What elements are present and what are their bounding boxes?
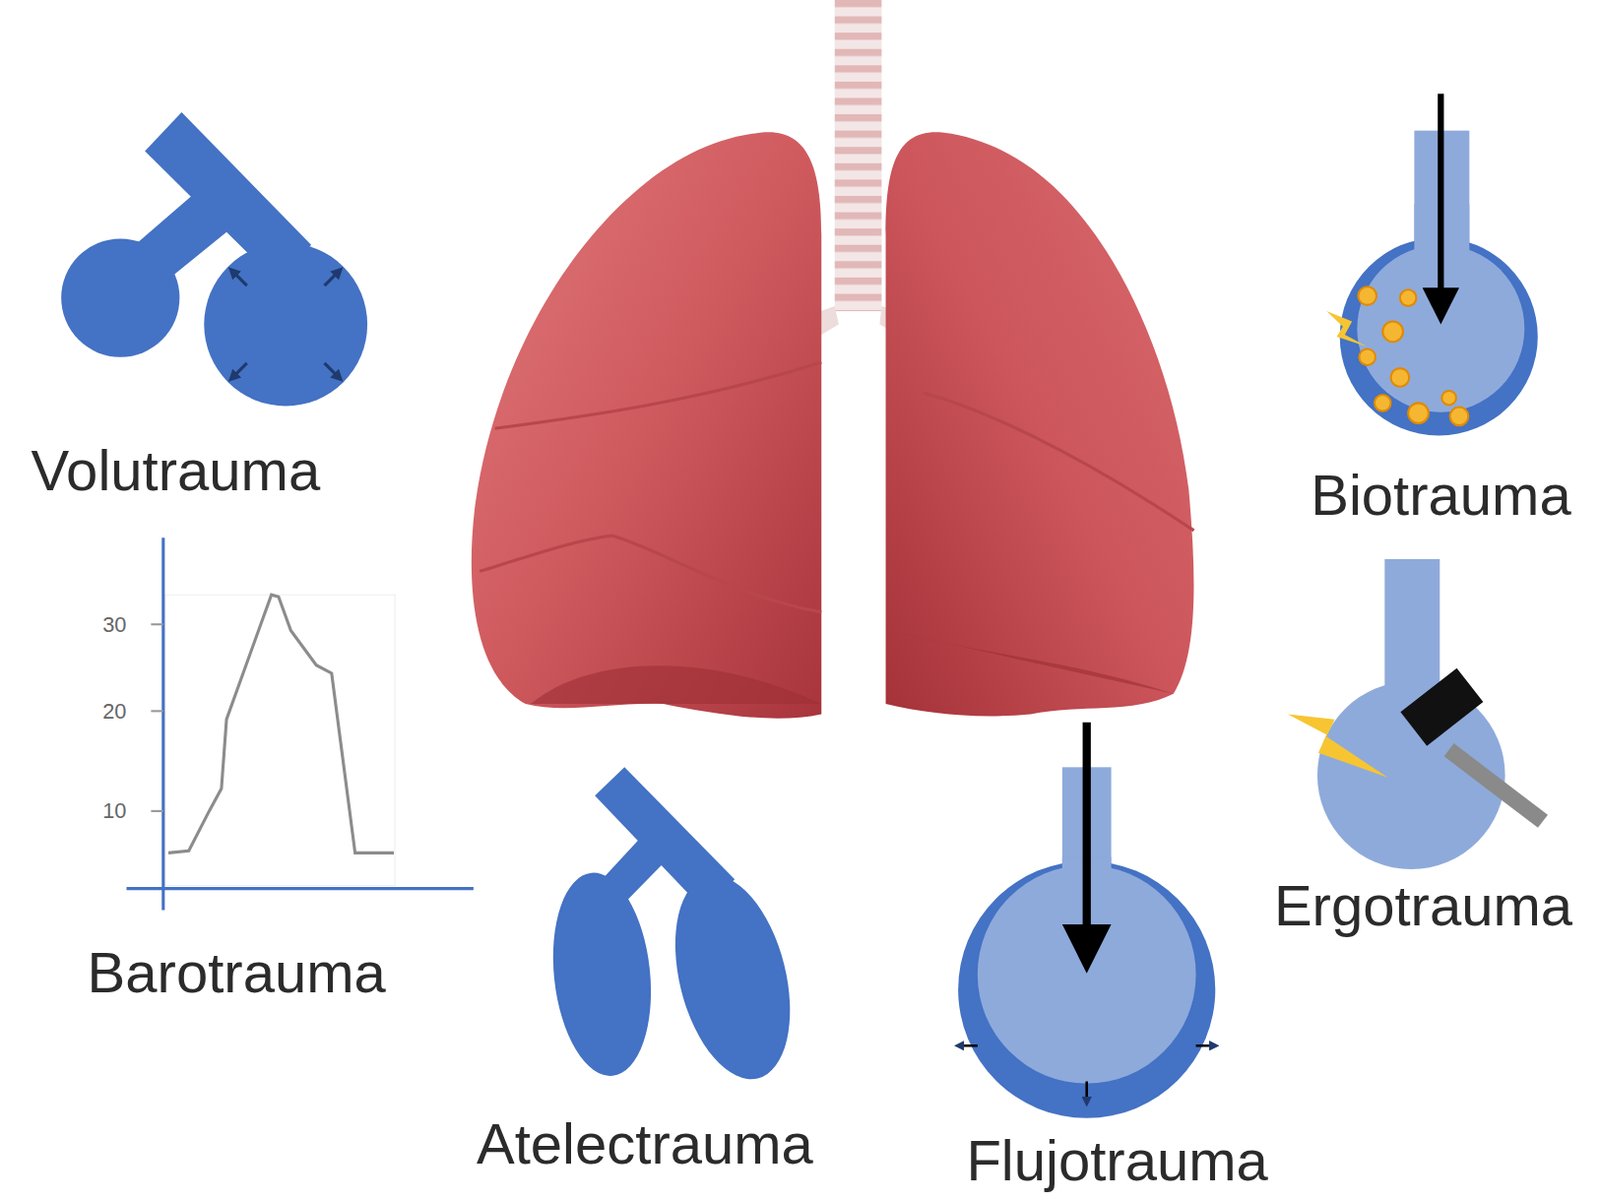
injury-label: Flujotrauma xyxy=(965,1128,1268,1195)
flujotrauma-icon xyxy=(958,722,1216,1119)
lungs xyxy=(471,0,1195,719)
axis-tick: 30 xyxy=(102,612,127,638)
injury-label: Volutrauma xyxy=(31,439,321,506)
atelectrauma-icon xyxy=(543,767,810,1091)
pressure-chart xyxy=(127,537,474,910)
injury-label: Atelectrauma xyxy=(476,1112,814,1179)
biotrauma-icon xyxy=(1326,93,1538,436)
injury-label: Biotrauma xyxy=(1310,463,1572,530)
injury-label: Barotrauma xyxy=(87,941,386,1008)
volutrauma-icon xyxy=(61,112,368,406)
axis-tick: 10 xyxy=(102,798,127,824)
ergotrauma-icon xyxy=(1287,559,1543,870)
injury-label: Ergotrauma xyxy=(1274,873,1573,940)
axis-tick: 20 xyxy=(102,699,127,724)
